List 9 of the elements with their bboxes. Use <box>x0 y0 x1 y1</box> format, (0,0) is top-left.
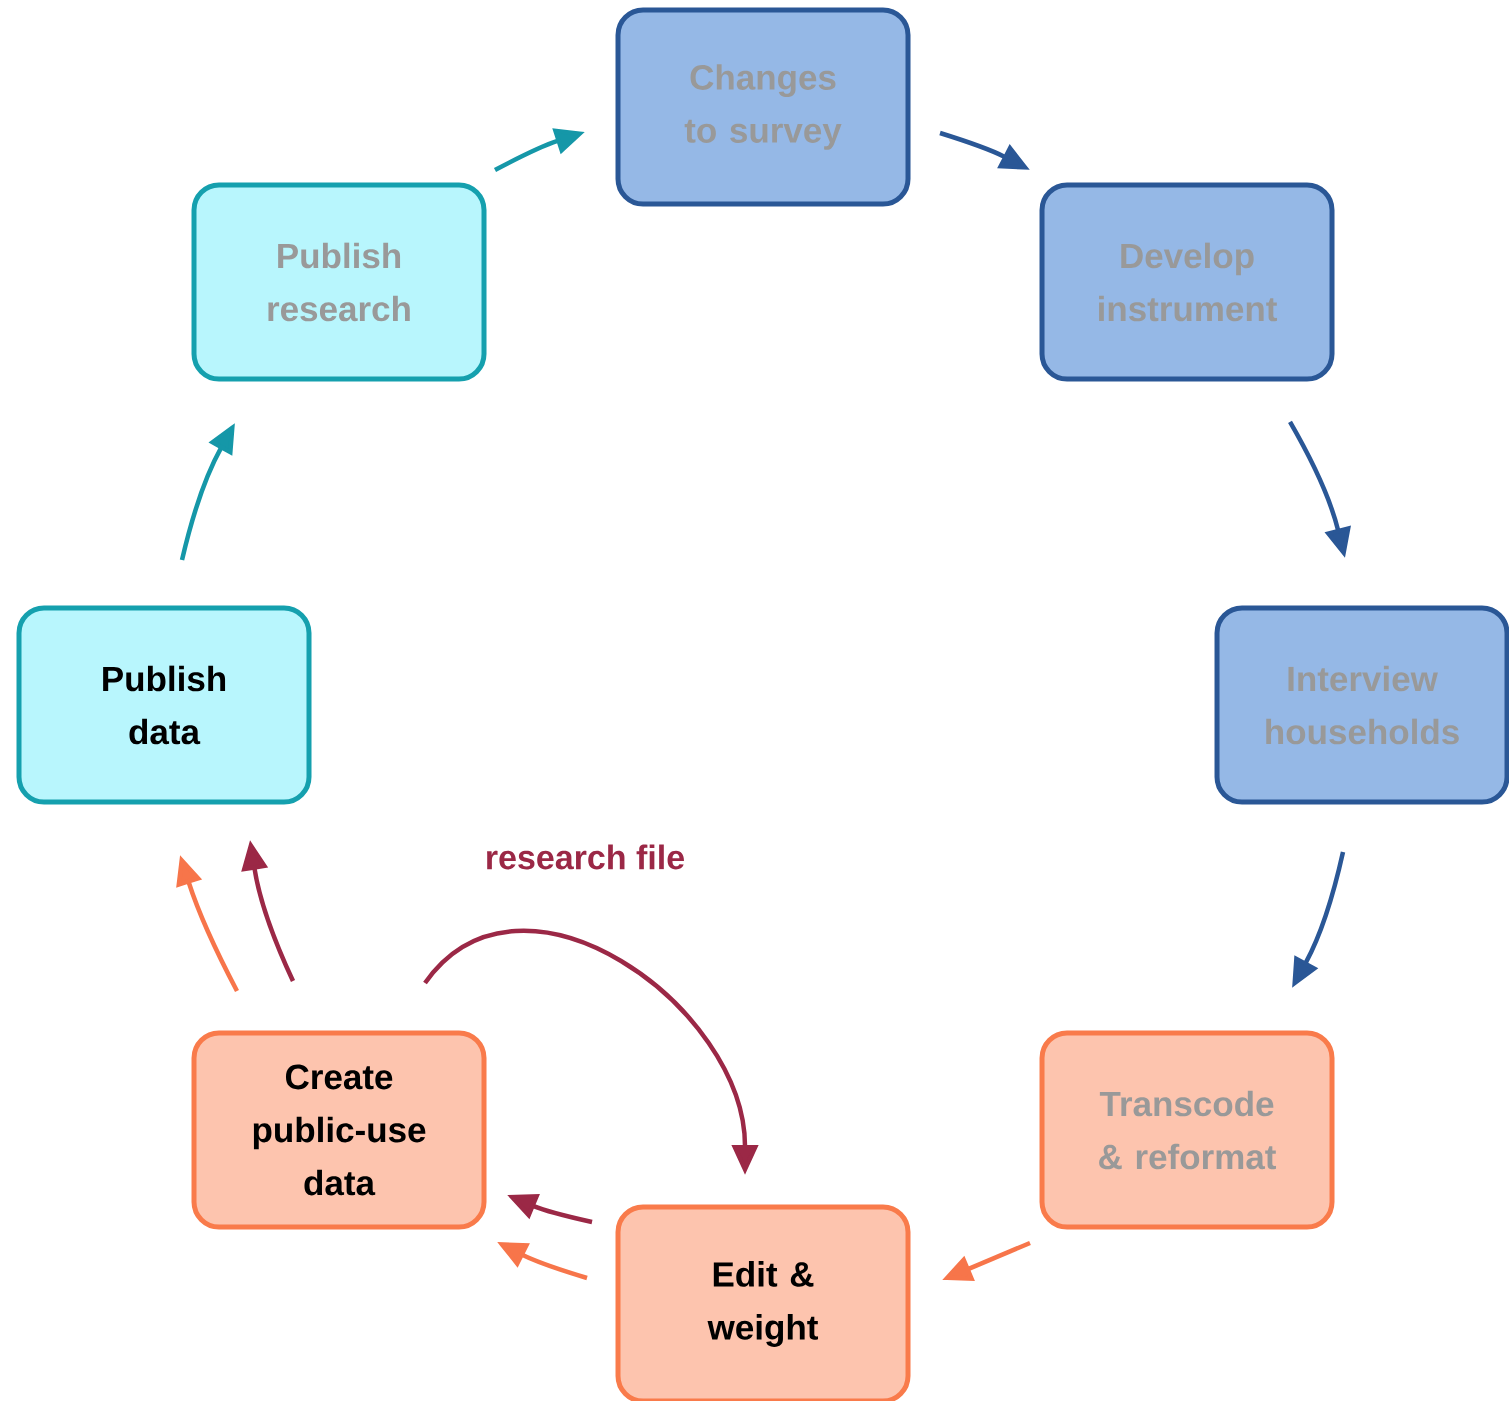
process-box: Interview households <box>1214 605 1509 805</box>
process-box: Develop instrument <box>1039 182 1335 382</box>
process-box: Create public-use data <box>191 1030 487 1230</box>
process-box: Transcode & reformat <box>1039 1030 1335 1230</box>
process-box: Publish research <box>191 182 487 382</box>
edge-label: research file <box>482 842 688 872</box>
process-box: Edit & weight <box>615 1204 911 1401</box>
process-box: Changes to survey <box>615 7 911 207</box>
process-box: Publish data <box>16 605 312 805</box>
